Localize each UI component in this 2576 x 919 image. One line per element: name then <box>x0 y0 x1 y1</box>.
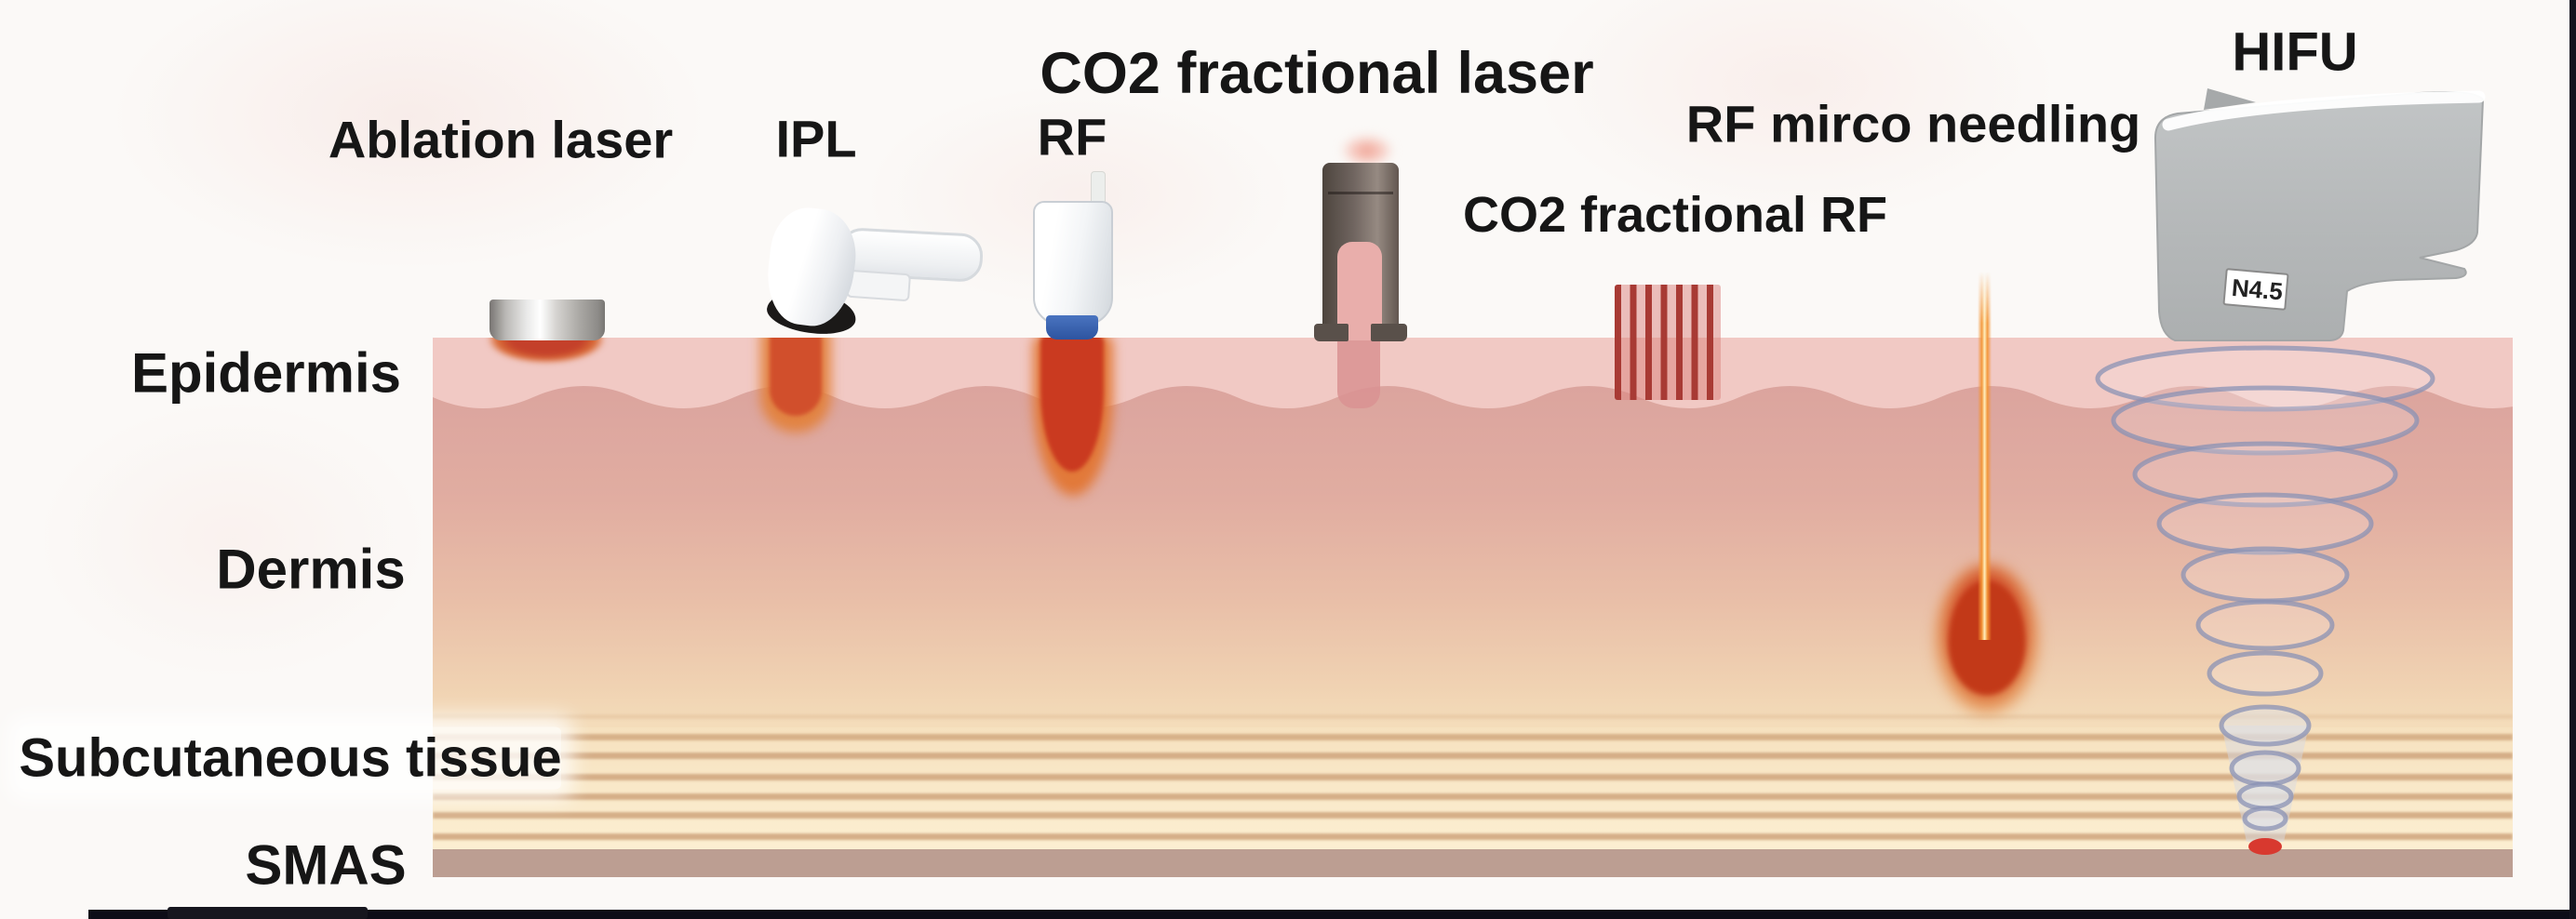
label-co2-fractional-rf: CO2 fractional RF <box>1462 187 1888 243</box>
ablation-laser-handpiece-icon <box>490 300 605 340</box>
hifu-badge-label: N4.5 <box>2231 273 2284 306</box>
label-hifu: HIFU <box>2232 21 2358 83</box>
co2-laser-handpiece-seam <box>1328 192 1393 194</box>
hifu-fin-icon <box>2204 88 2256 110</box>
label-ablation-laser: Ablation laser <box>328 110 674 169</box>
label-dermis: Dermis <box>216 538 406 601</box>
label-co2-fractional-laser: CO2 fractional laser <box>1040 41 1594 106</box>
subcutaneous-layer <box>433 727 2513 851</box>
label-epidermis: Epidermis <box>130 341 402 405</box>
label-rf-micro-needling: RF mirco needling <box>1685 94 2141 153</box>
bottom-border-bar <box>88 910 2576 919</box>
ipl-handpiece-trigger-icon <box>846 269 911 302</box>
co2-fractional-rf-comb-icon <box>1615 285 1721 400</box>
co2-laser-foot-icon <box>1371 324 1407 341</box>
co2-laser-spark-icon <box>1340 134 1394 167</box>
label-smas: SMAS <box>245 833 407 897</box>
co2-laser-foot-icon <box>1314 324 1348 341</box>
hifu-ultrasound-funnel-icon <box>2095 345 2435 855</box>
bottom-border-blob <box>168 907 368 919</box>
label-rf: RF <box>1037 107 1107 166</box>
label-subcutaneous-tissue: Subcutaneous tissue <box>19 726 562 790</box>
subcutaneous-fat-lines <box>433 714 2513 840</box>
hifu-focal-point-icon <box>2248 838 2282 855</box>
label-ipl: IPL <box>775 109 857 168</box>
hifu-transducer-icon: N4.5 <box>2153 88 2486 341</box>
right-border-bar <box>2569 0 2576 919</box>
rf-electrode-tip-icon <box>1046 315 1098 340</box>
smas-layer <box>433 849 2513 877</box>
rf-handpiece-icon <box>1033 201 1113 326</box>
rf-microneedle-icon <box>1978 272 1992 640</box>
